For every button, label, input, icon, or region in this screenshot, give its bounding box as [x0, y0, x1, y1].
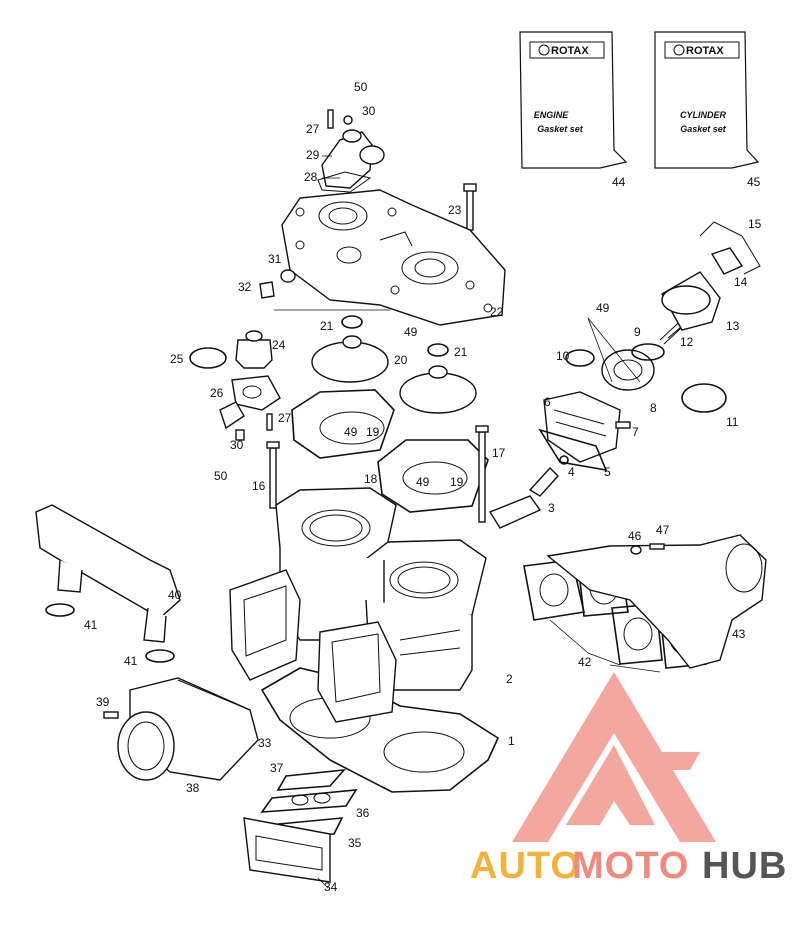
callout-24: 24 — [272, 338, 286, 352]
combustion-domes — [311, 335, 477, 414]
callout-40: 40 — [168, 588, 182, 602]
callout-38: 38 — [186, 781, 200, 795]
callout-36: 36 — [356, 806, 370, 820]
callout-35: 35 — [348, 836, 362, 850]
callout-4: 4 — [568, 465, 575, 479]
watermark-text: AUTO MOTO HUB — [470, 845, 787, 887]
callout-1: 1 — [508, 734, 515, 748]
engine-gasket-booklet: ROTAX ENGINE Gasket set — [519, 31, 628, 169]
callout-25: 25 — [170, 352, 184, 366]
svg-text:Gasket set: Gasket set — [680, 124, 727, 134]
callout-12: 12 — [680, 335, 694, 349]
exhaust-manifold — [546, 534, 767, 669]
callout-22: 22 — [490, 305, 504, 319]
thermostat-cover-top — [317, 109, 385, 193]
callout-26: 26 — [210, 386, 224, 400]
callout-18: 18 — [364, 472, 378, 486]
callout-28: 28 — [304, 170, 318, 184]
callout-16: 16 — [252, 479, 266, 493]
clamp-41-bottom — [145, 649, 175, 663]
callout-23: 23 — [448, 203, 462, 217]
thermostat-24 — [235, 330, 273, 369]
callout-5: 5 — [604, 465, 611, 479]
callout-31: 31 — [268, 252, 282, 266]
callout-30-top: 30 — [362, 104, 376, 118]
cylinder-gasket-booklet: ROTAX CYLINDER Gasket set — [654, 31, 760, 169]
rotary-valve-block — [229, 569, 397, 723]
callout-50-top: 50 — [354, 80, 368, 94]
callout-32: 32 — [238, 280, 252, 294]
callout-11: 11 — [726, 415, 739, 429]
leader-lines — [274, 155, 661, 889]
callout-21-left: 21 — [320, 319, 334, 333]
callout-numbers: 44 45 1 2 3 4 5 6 7 8 9 10 11 12 13 14 1… — [84, 80, 762, 894]
bolt-23 — [463, 183, 477, 231]
callout-17: 17 — [492, 446, 506, 460]
plug-32 — [259, 269, 296, 299]
svg-text:ROTAX: ROTAX — [551, 45, 589, 57]
muffler-40 — [35, 504, 181, 643]
o-ring-21-left — [341, 315, 363, 329]
callout-27-bottom: 27 — [278, 411, 292, 425]
callout-29: 29 — [306, 148, 320, 162]
svg-text:Gasket set: Gasket set — [537, 124, 584, 134]
callout-49-top: 49 — [596, 301, 610, 315]
callout-39: 39 — [96, 695, 110, 709]
callout-30-bottom: 30 — [230, 438, 244, 452]
callout-3: 3 — [548, 501, 555, 515]
callout-45: 45 — [747, 175, 761, 189]
callout-42: 42 — [578, 655, 592, 669]
callout-9: 9 — [634, 325, 641, 339]
head-gasket-left — [291, 389, 395, 459]
callout-49-head: 49 — [404, 325, 418, 339]
callout-50-bottom: 50 — [214, 469, 228, 483]
callout-2: 2 — [506, 672, 513, 686]
callout-43: 43 — [732, 627, 746, 641]
callout-46: 46 — [628, 529, 642, 543]
callout-7: 7 — [632, 425, 639, 439]
rotary-valve-cover — [488, 221, 761, 529]
callout-15: 15 — [748, 217, 762, 231]
svg-text:MOTO: MOTO — [572, 845, 689, 887]
callout-37: 37 — [270, 761, 284, 775]
thermostat-housing-26 — [219, 375, 281, 441]
svg-text:CYLINDER: CYLINDER — [680, 110, 727, 120]
callout-49-gasket-right: 49 — [416, 475, 430, 489]
callout-6: 6 — [544, 395, 551, 409]
callout-10: 10 — [556, 349, 570, 363]
callout-44: 44 — [612, 175, 626, 189]
svg-text:AUTO: AUTO — [470, 845, 581, 887]
callout-34: 34 — [324, 880, 338, 894]
callout-41-top: 41 — [84, 618, 98, 632]
callout-33: 33 — [258, 736, 272, 750]
o-ring-21-right — [427, 343, 449, 357]
ring-25 — [189, 347, 227, 369]
callout-47: 47 — [656, 523, 670, 537]
svg-text:ROTAX: ROTAX — [686, 45, 724, 57]
callout-13: 13 — [726, 319, 740, 333]
svg-text:ENGINE: ENGINE — [534, 110, 570, 120]
callout-41-bottom: 41 — [124, 654, 138, 668]
callout-19-right: 19 — [450, 475, 464, 489]
callout-21-right: 21 — [454, 345, 468, 359]
intake-adapter-38 — [103, 677, 259, 781]
callout-14: 14 — [734, 275, 748, 289]
callout-20: 20 — [394, 353, 408, 367]
head-gasket-right — [377, 439, 489, 513]
callout-19-left: 19 — [366, 425, 380, 439]
watermark-logo — [512, 672, 716, 842]
studs — [266, 425, 489, 523]
reed-assembly — [243, 768, 358, 883]
callout-49-gasket-left: 49 — [344, 425, 358, 439]
clamp-41-top — [45, 603, 75, 617]
callout-8: 8 — [650, 401, 657, 415]
svg-text:HUB: HUB — [702, 845, 787, 887]
callout-27-top: 27 — [306, 122, 320, 136]
cylinder-head — [281, 189, 506, 326]
